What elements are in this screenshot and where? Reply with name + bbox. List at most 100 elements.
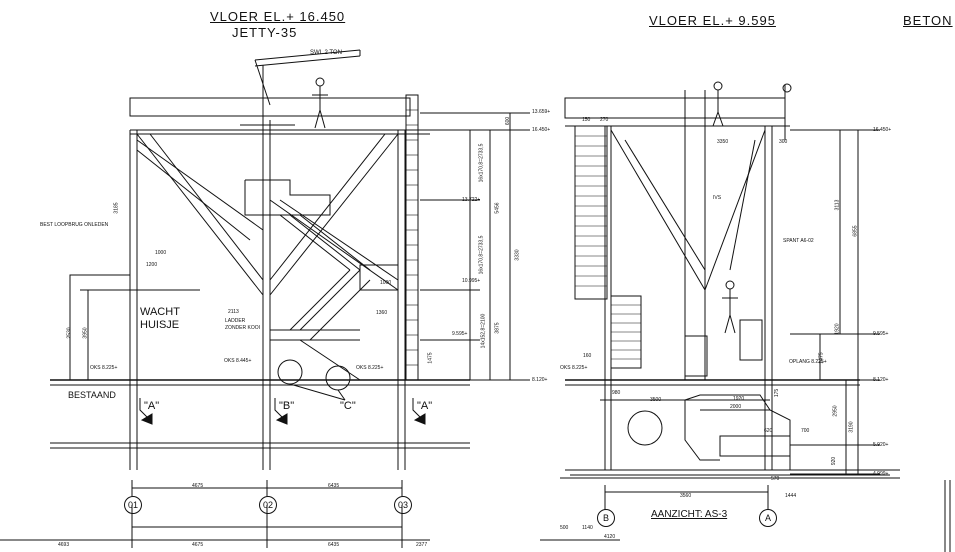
vdim-3185: 3185 <box>113 202 120 214</box>
level-8120-left: 8.120+ <box>532 377 548 383</box>
crane-jib <box>254 49 361 61</box>
label-oplang: OPLANG 8.225+ <box>789 359 827 365</box>
axis-03: 03 <box>394 496 412 514</box>
dim-500: 500 <box>560 525 569 531</box>
oks-left: OKS 8.225+ <box>90 365 118 371</box>
vdim-920: 920 <box>831 456 838 466</box>
level-8120-right: 8.120+ <box>873 377 889 383</box>
axis-b: B <box>597 509 615 527</box>
dim-3560: 3560 <box>680 493 692 499</box>
label-aanzicht: AANZICHT: AS-3 <box>651 509 728 520</box>
pipe-circle <box>627 410 663 446</box>
dim-570: 570 <box>771 476 780 482</box>
vdim-3190: 3190 <box>848 421 855 433</box>
label-spant: SPANT A6-02 <box>783 238 814 244</box>
dim-2377: 2377 <box>416 542 428 548</box>
level-13722: 13.722+ <box>462 197 481 203</box>
oks-right: OKS 8.225+ <box>356 365 384 371</box>
dim-1000b: 1000 <box>380 280 392 286</box>
vdim-3875: 3875 <box>494 322 501 334</box>
dim-700: 700 <box>801 428 810 434</box>
oks-right-view: OKS 8.225+ <box>560 365 588 371</box>
dim-150: 150 <box>582 117 591 123</box>
label-bestaand: BESTAAND <box>68 390 116 400</box>
level-5920: 5.920+ <box>873 442 889 448</box>
outlet-circle-2 <box>325 365 351 391</box>
stair-run-2: 16x170,8=2733,5 <box>478 235 485 275</box>
vdim-1475-right: 1475 <box>818 352 825 364</box>
dim-6435: 6435 <box>328 483 340 489</box>
axis-01: 01 <box>124 496 142 514</box>
dim-3350: 3350 <box>717 139 729 145</box>
dim-2113: 2113 <box>228 309 239 315</box>
label-wacht: WACHT <box>140 306 180 318</box>
label-ladder: LADDER <box>225 318 246 324</box>
vdim-6855: 6855 <box>852 225 859 237</box>
title-left-main: VLOER EL.+ 16.450 <box>210 9 346 24</box>
dim-300: 300 <box>779 139 788 145</box>
vdim-600: 600 <box>505 116 512 126</box>
dim-1360: 1360 <box>376 310 388 316</box>
title-left-sub: JETTY-35 <box>232 25 298 40</box>
level-9595-left: 9.595+ <box>452 331 468 337</box>
section-a-left: "A" <box>144 400 160 412</box>
right-elevation <box>540 81 951 552</box>
section-b: "B" <box>279 400 295 412</box>
vdim-1475: 1475 <box>427 352 434 364</box>
dim-4120: 4120 <box>604 534 616 540</box>
dim-3500: 3500 <box>650 397 662 403</box>
dim-270: 270 <box>600 117 609 123</box>
stair-run-3: 14x152,8=2100 <box>480 313 487 349</box>
title-right-far: BETON <box>903 13 953 28</box>
level-16450-left: 16.450+ <box>532 127 551 133</box>
worker-figure-lower <box>722 280 738 334</box>
dim-4693: 4693 <box>58 542 70 548</box>
top-platform <box>129 97 411 117</box>
level-10995: 10.995+ <box>462 278 481 284</box>
oks-middle: OKS 8.445+ <box>224 358 252 364</box>
ladder <box>405 94 419 381</box>
stair-tower-left <box>574 125 608 300</box>
dim-160: 160 <box>583 353 592 359</box>
label-zonder-kooi: ZONDER KOOI <box>225 325 261 331</box>
vdim-3113: 3113 <box>834 199 841 211</box>
label-best-loopbrug: BEST LOOPBRUG ONLEDEN <box>40 222 109 228</box>
vdim-1920-right: 1920 <box>834 323 841 335</box>
vdim-175: 175 <box>774 388 781 398</box>
label-ivs: IVS <box>713 195 722 201</box>
dim-1000a: 1000 <box>155 250 167 256</box>
level-13659: 13.659+ <box>532 109 551 115</box>
label-huisje: HUISJE <box>140 319 180 331</box>
dim-1444: 1444 <box>785 493 797 499</box>
dim-2000: 2000 <box>730 404 742 410</box>
axis-02: 02 <box>259 496 277 514</box>
section-a-right: "A" <box>417 400 433 412</box>
level-16450-right: 16.450+ <box>873 127 892 133</box>
dim-4675: 4675 <box>192 483 204 489</box>
left-elevation <box>0 49 530 548</box>
vdim-3950: 3950 <box>82 327 89 339</box>
level-4999: 4.999+ <box>873 471 889 477</box>
dim-980: 980 <box>612 390 621 396</box>
vdim-2530: 2530 <box>66 327 73 339</box>
section-c: "C" <box>340 400 356 412</box>
dim-4675b: 4675 <box>192 542 204 548</box>
stair-run-1: 16x170,8=2733,5 <box>478 143 485 183</box>
axis-a: A <box>759 509 777 527</box>
dim-1200: 1200 <box>146 262 158 268</box>
title-right-main: VLOER EL.+ 9.595 <box>649 13 776 28</box>
vdim-2950: 2950 <box>832 405 839 417</box>
dim-620: 620 <box>764 428 773 434</box>
vdim-3330: 3330 <box>514 249 521 261</box>
vdim-5456: 5456 <box>494 202 501 214</box>
dim-1920: 1920 <box>733 396 745 402</box>
worker-figure-upper <box>710 81 726 127</box>
crane-label: SWL 2 TON <box>310 50 342 56</box>
hopper-right-side <box>269 133 399 296</box>
dim-1140: 1140 <box>582 525 593 531</box>
dim-6435b: 6435 <box>328 542 340 548</box>
hopper-left-side <box>136 133 264 296</box>
level-9595-right: 9.595+ <box>873 331 889 337</box>
worker-figure-top <box>312 77 328 129</box>
